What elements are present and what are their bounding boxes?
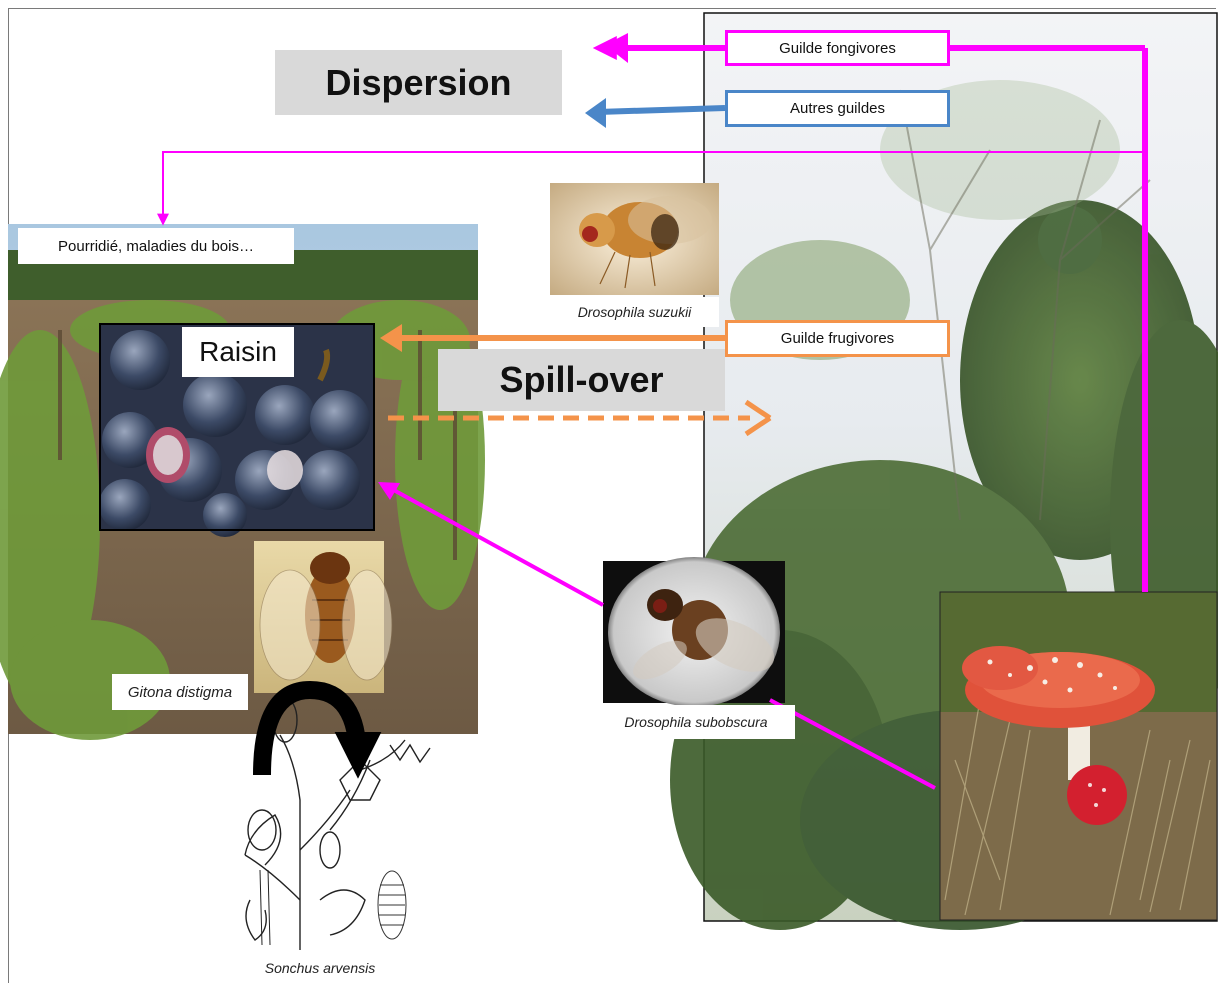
spillover-box: Spill-over (438, 349, 725, 411)
guilde-frugivores-label: Guilde frugivores (725, 320, 950, 357)
pourridie-label: Pourridié, maladies du bois… (18, 228, 294, 264)
caption-drosophila-subobscura: Drosophila subobscura (597, 705, 795, 739)
autres-guildes-label: Autres guildes (725, 90, 950, 127)
caption-sonchus-arvensis: Sonchus arvensis (264, 960, 376, 976)
dispersion-box: Dispersion (275, 50, 562, 115)
gitona-sonchus-arrow (253, 680, 382, 779)
caption-drosophila-suzukii: Drosophila suzukii (550, 297, 719, 327)
raisin-label: Raisin (182, 327, 294, 377)
guilde-fongivores-label: Guilde fongivores (725, 30, 950, 66)
caption-gitona-distigma: Gitona distigma (112, 674, 248, 710)
